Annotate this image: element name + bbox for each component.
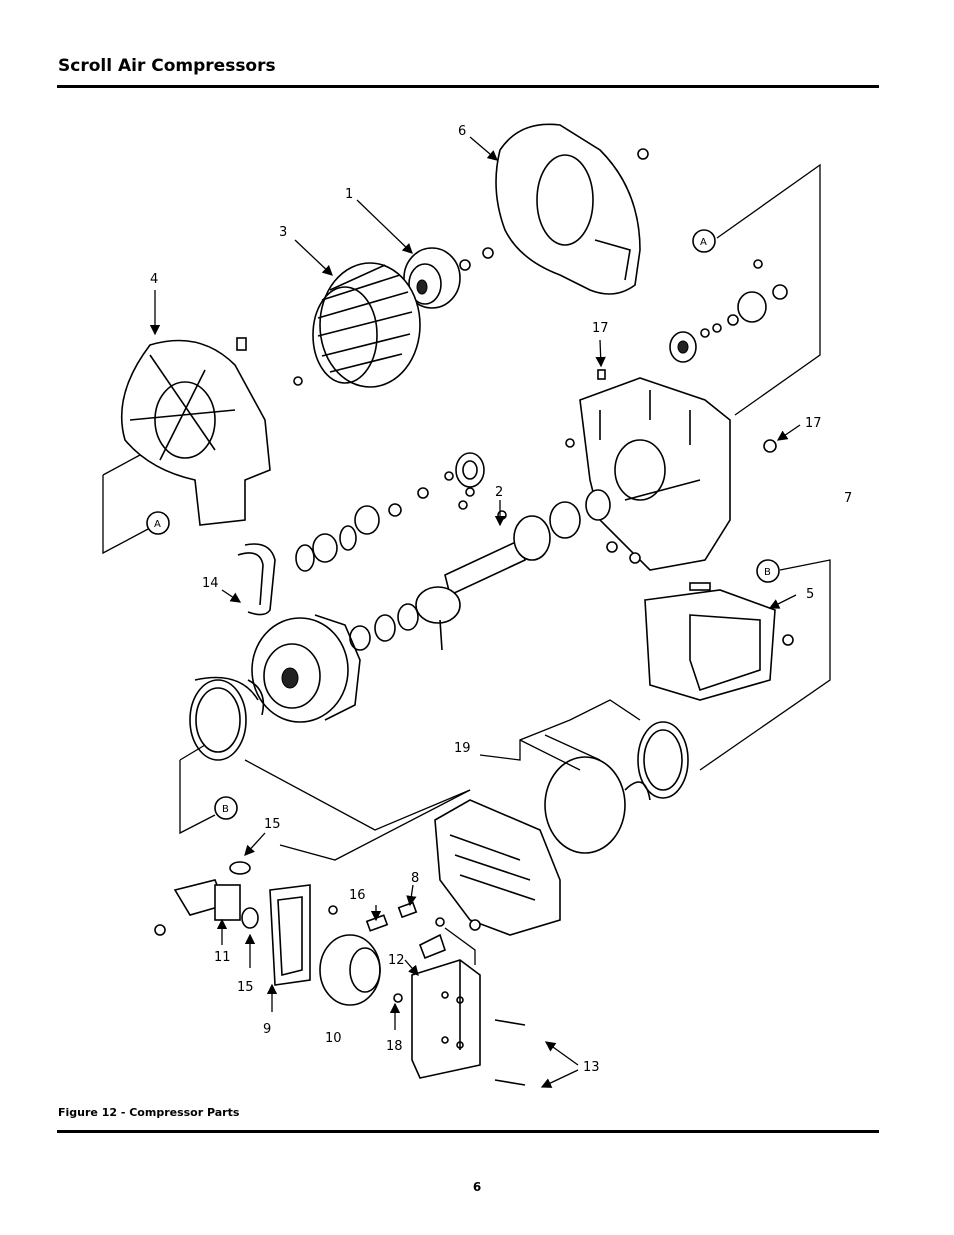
crankshaft-part bbox=[295, 452, 641, 651]
reference-bubble-b-right: B bbox=[756, 559, 780, 583]
callout-13: 13 bbox=[583, 1060, 600, 1075]
callout-2: 2 bbox=[495, 485, 503, 500]
filter-plate-part bbox=[269, 884, 338, 986]
reference-bubble-b-left: B bbox=[214, 796, 238, 820]
shroud-front-part bbox=[120, 337, 271, 526]
callout-12: 12 bbox=[388, 953, 405, 968]
figure-caption: Figure 12 - Compressor Parts bbox=[58, 1106, 240, 1119]
motor-housing-part bbox=[434, 799, 561, 936]
callout-14: 14 bbox=[202, 576, 219, 591]
callout-16: 16 bbox=[349, 888, 366, 903]
bearing-cluster-part bbox=[669, 259, 788, 363]
callout-15: 15 bbox=[264, 817, 281, 832]
filter-element-part bbox=[319, 934, 381, 1006]
seal-ring-left-part bbox=[189, 676, 265, 761]
callout-11: 11 bbox=[214, 950, 231, 965]
reference-bubble-a-right: A bbox=[692, 229, 716, 253]
callout-9: 9 bbox=[263, 1022, 271, 1037]
page-title: Scroll Air Compressors bbox=[58, 56, 276, 76]
cover-plate-part bbox=[644, 582, 794, 701]
seal-ring-right-part bbox=[544, 721, 689, 854]
pulley-hub-part bbox=[403, 247, 494, 309]
svg-text:B: B bbox=[764, 567, 771, 578]
callout-18: 18 bbox=[386, 1039, 403, 1054]
shroud-rear-part bbox=[495, 123, 649, 295]
svg-text:A: A bbox=[700, 237, 707, 248]
callout-1: 1 bbox=[345, 187, 353, 202]
exploded-parts-diagram: A A bbox=[57, 100, 879, 1110]
callout-15: 15 bbox=[237, 980, 254, 995]
callout-8: 8 bbox=[411, 871, 419, 886]
callout-5: 5 bbox=[806, 587, 814, 602]
svg-text:A: A bbox=[154, 519, 161, 530]
main-housing-part bbox=[565, 369, 777, 571]
reference-bubble-a-left: A bbox=[146, 511, 170, 535]
callout-17: 17 bbox=[805, 416, 822, 431]
header-rule bbox=[57, 85, 879, 88]
heat-exchanger-part bbox=[393, 917, 526, 1086]
callout-17: 17 bbox=[592, 321, 609, 336]
fan-wheel-part bbox=[293, 262, 421, 388]
callout-10: 10 bbox=[325, 1031, 342, 1046]
callout-4: 4 bbox=[150, 272, 158, 287]
callout-7: 7 bbox=[844, 491, 852, 506]
callout-19: 19 bbox=[454, 741, 471, 756]
footer-rule bbox=[57, 1130, 879, 1133]
svg-text:B: B bbox=[222, 804, 229, 815]
fittings-part bbox=[365, 901, 418, 932]
inlet-elbow-part bbox=[154, 861, 259, 936]
page-number: 6 bbox=[472, 1180, 482, 1194]
callout-6: 6 bbox=[458, 124, 466, 139]
fixed-scroll-part bbox=[251, 614, 361, 723]
tube-part bbox=[237, 543, 276, 616]
callout-3: 3 bbox=[279, 225, 287, 240]
